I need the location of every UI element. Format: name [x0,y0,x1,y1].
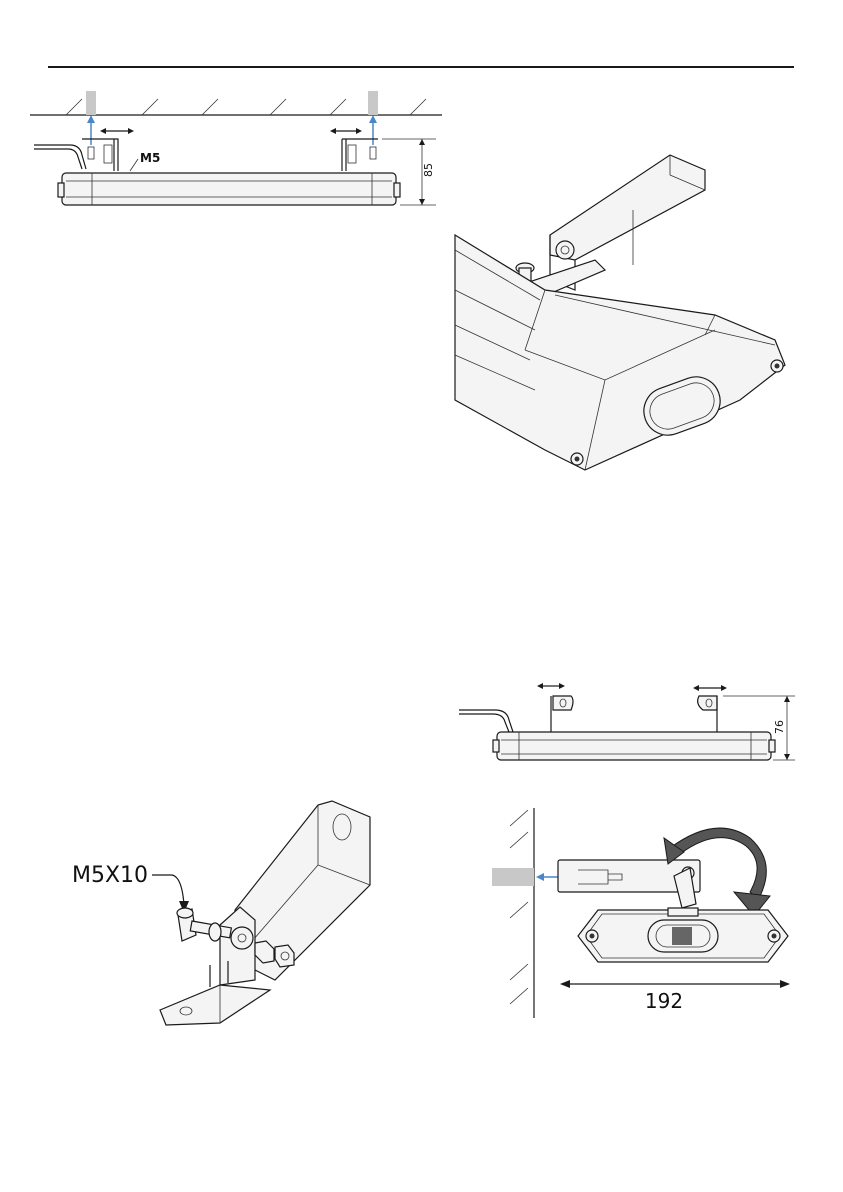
width-dimension: 192 [560,980,790,1013]
height-76-label: 76 [773,720,786,734]
bracket-left [82,139,118,171]
wall-mount-end-view: 192 [488,808,800,1023]
isometric-bracket-detail [455,150,795,490]
bracket-screw-detail: M5X10 [60,795,390,1035]
header-rule [48,66,794,68]
bracket-right [698,696,717,732]
m5x10-screw-label: M5X10 [72,863,148,888]
slide-arrow-right [330,128,362,134]
hex-bolt [556,241,574,259]
wall-line [510,808,534,1018]
slide-arrow-left [100,128,134,134]
luminaire-body [493,732,775,760]
luminaire-body [58,173,400,205]
luminaire-housing [455,235,785,470]
bracket-left [551,696,573,732]
cable [34,145,86,169]
mount-bracket-arm [558,860,700,908]
ceiling-mount-side-view: M5 85 [30,85,450,215]
slide-arrow-left [537,683,565,689]
leader-line [152,875,184,905]
up-arrow-right [369,115,377,145]
ceiling-anchor-left [86,91,96,115]
height-85-label: 85 [422,163,435,177]
up-arrow-left [87,115,95,145]
m5-screw-label: M5 [140,151,160,165]
cable [459,710,513,732]
luminaire-end-cap [578,908,788,962]
ceiling-anchor-right [368,91,378,115]
hinge-plate [220,907,255,985]
slide-arrow-right [693,685,727,691]
width-192-label: 192 [645,989,683,1013]
wall-anchor [492,868,534,886]
wall-mount-side-view: 76 [455,670,800,770]
